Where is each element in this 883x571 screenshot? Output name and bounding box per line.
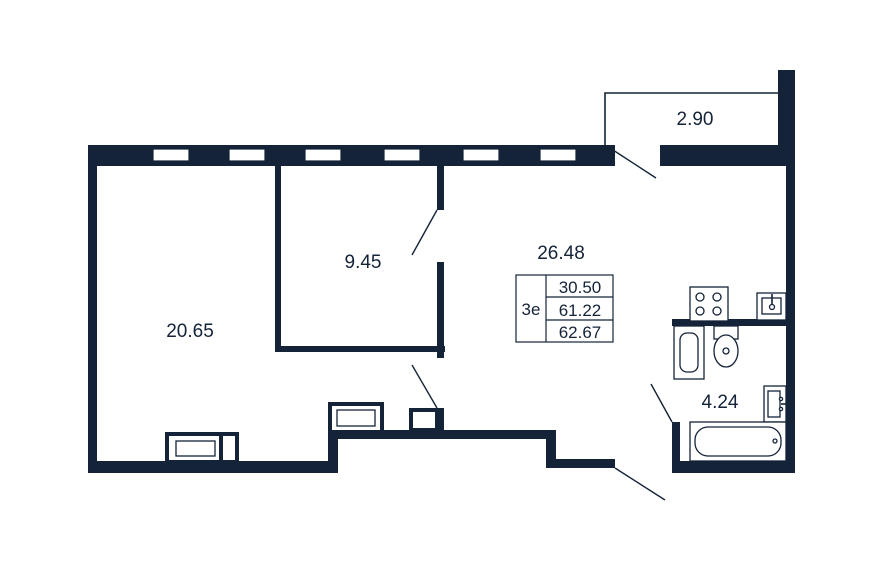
small-bedroom-right-wall-top <box>437 162 444 210</box>
balcony-wall <box>778 70 795 166</box>
windows <box>152 148 577 162</box>
bottom-wall-bath <box>672 461 795 473</box>
fixtures <box>165 286 787 464</box>
bedroom-partition <box>275 162 281 352</box>
corridor-wall-stub <box>437 408 444 433</box>
balcony-door <box>612 149 657 179</box>
toilet-icon <box>713 325 739 368</box>
window <box>462 148 500 162</box>
window <box>152 148 190 162</box>
bottom-wall-step2 <box>546 430 556 468</box>
bathtub-icon <box>689 421 787 462</box>
right-wall <box>786 145 795 473</box>
window <box>304 148 342 162</box>
interior-walls <box>275 162 795 433</box>
bath-left-wall <box>672 422 680 473</box>
area-summary-table: 3е 30.50 61.22 62.67 <box>515 274 614 343</box>
radiator-unit-right <box>328 402 384 434</box>
small-bedroom-area-label: 9.45 <box>345 252 382 273</box>
entrance-door <box>614 467 666 501</box>
total-with-balcony-value: 62.67 <box>559 323 602 342</box>
large-bedroom-area-label: 20.65 <box>166 321 214 342</box>
bottom-wall-left <box>88 461 338 473</box>
washing-machine-icon <box>673 325 705 380</box>
room-count-label: 3е <box>522 300 541 319</box>
stove-icon <box>689 286 729 322</box>
kitchen-sink-icon <box>756 292 787 321</box>
top-wall-right <box>660 145 795 166</box>
small-bedroom-bottom-wall <box>275 346 445 352</box>
balcony-area-label: 2.90 <box>677 109 714 130</box>
shaft <box>409 408 439 432</box>
doors <box>411 149 673 501</box>
room-area-labels: 2.90 9.45 20.65 26.48 4.24 <box>166 109 739 413</box>
bathroom-area-label: 4.24 <box>702 392 739 413</box>
window <box>383 148 421 162</box>
bottom-wall-right <box>546 459 615 468</box>
living-area-value: 30.50 <box>559 278 602 297</box>
small-bedroom-right-wall-mid <box>437 262 444 358</box>
bathroom-sink-icon <box>763 385 787 423</box>
bathroom-door <box>650 383 673 423</box>
bathroom-top-wall <box>672 319 795 326</box>
large-bedroom-door <box>411 364 438 409</box>
bottom-wall-step1 <box>328 430 338 473</box>
window <box>539 148 577 162</box>
total-area-value: 61.22 <box>559 301 602 320</box>
small-bedroom-door <box>411 209 438 256</box>
radiator-unit-left <box>165 432 239 464</box>
bottom-wall-mid <box>328 430 556 439</box>
window <box>228 148 266 162</box>
living-kitchen-area-label: 26.48 <box>537 243 585 264</box>
balcony-outline <box>604 92 780 145</box>
left-wall <box>88 145 97 473</box>
